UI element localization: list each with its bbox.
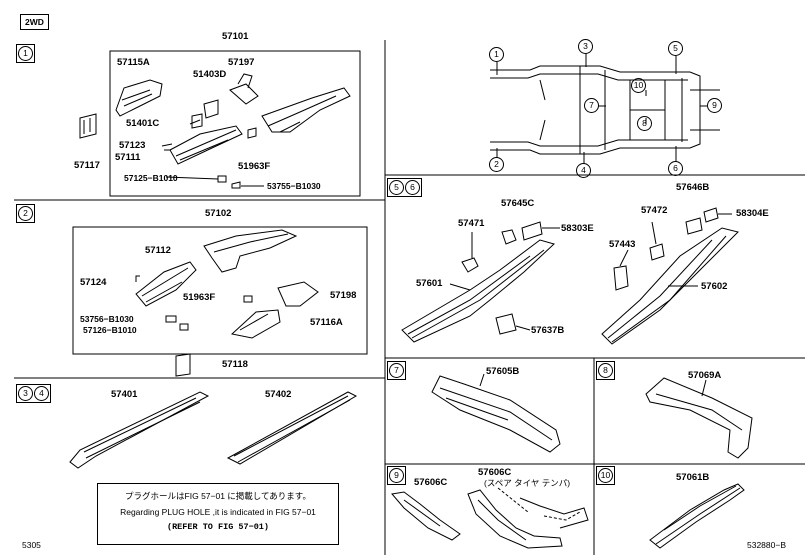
parts-art-s8 <box>645 377 753 459</box>
part-number-57602[interactable]: 57602 <box>701 281 728 292</box>
part-number-57126-b1010[interactable]: 57126−B1010 <box>83 325 137 335</box>
overview-marker-4: 4 <box>576 163 591 178</box>
section-marker-8: 8 <box>596 361 615 380</box>
overview-marker-10: 10 <box>631 78 646 93</box>
part-number-57115a[interactable]: 57115A <box>117 57 150 68</box>
section-dividers <box>14 40 805 555</box>
marker-3: 3 <box>18 386 33 401</box>
section-marker-10: 10 <box>596 466 615 485</box>
part-number-57112[interactable]: 57112 <box>145 245 171 256</box>
part-number-57605b[interactable]: 57605B <box>486 366 520 377</box>
footer-diagram-id: 532880−B <box>747 540 786 550</box>
frame-overview <box>490 53 720 164</box>
part-number-58303e[interactable]: 58303E <box>561 223 594 234</box>
part-number-57101[interactable]: 57101 <box>222 31 249 42</box>
note-line-refer[interactable]: (REFER TO FIG 57−01) <box>166 522 270 532</box>
overview-marker-1: 1 <box>489 47 504 62</box>
part-number-57102[interactable]: 57102 <box>205 208 232 219</box>
part-number-53756-b1030[interactable]: 53756−B1030 <box>80 314 134 324</box>
part-number-57472[interactable]: 57472 <box>641 205 668 216</box>
section-marker-2: 2 <box>16 204 35 223</box>
plug-hole-note: プラグホールはFIG 57−01 に掲載してあります。 Regarding PL… <box>97 483 339 545</box>
group-box-57102 <box>72 226 368 355</box>
parts-art-s10 <box>649 483 745 549</box>
overview-marker-7: 7 <box>584 98 599 113</box>
part-number-51963f-2[interactable]: 51963F <box>183 292 216 303</box>
note-line-japanese: プラグホールはFIG 57−01 に掲載してあります。 <box>125 491 311 501</box>
parts-art-s2 <box>135 229 319 377</box>
overview-marker-2: 2 <box>489 157 504 172</box>
marker-7: 7 <box>389 363 404 378</box>
part-number-57198[interactable]: 57198 <box>330 290 357 301</box>
overview-marker-3: 3 <box>578 39 593 54</box>
part-number-57471[interactable]: 57471 <box>458 218 485 229</box>
part-number-57061b[interactable]: 57061B <box>676 472 710 483</box>
marker-10: 10 <box>598 468 613 483</box>
spare-tire-temper-note: (スペア タイヤ テンパ) <box>484 478 571 488</box>
marker-5: 5 <box>389 180 404 195</box>
part-number-57443[interactable]: 57443 <box>609 239 636 250</box>
part-number-57069a[interactable]: 57069A <box>688 370 722 381</box>
note-line-english: Regarding PLUG HOLE ,it is indicated in … <box>120 507 316 517</box>
part-number-57116a[interactable]: 57116A <box>310 317 343 328</box>
part-number-57117[interactable]: 57117 <box>74 160 100 171</box>
section-marker-7: 7 <box>387 361 406 380</box>
parts-art-s56 <box>401 207 739 345</box>
group-box-57101 <box>109 50 361 197</box>
marker-1: 1 <box>18 46 33 61</box>
section-marker-1: 1 <box>16 44 35 63</box>
part-number-57402[interactable]: 57402 <box>265 389 292 400</box>
part-number-51403d[interactable]: 51403D <box>193 69 227 80</box>
marker-6: 6 <box>405 180 420 195</box>
parts-art-s9 <box>391 487 589 549</box>
section-marker-5-6: 5 6 <box>387 178 422 197</box>
part-number-57124[interactable]: 57124 <box>80 277 107 288</box>
overview-marker-8: 8 <box>637 116 652 131</box>
marker-9: 9 <box>389 468 404 483</box>
part-number-57401[interactable]: 57401 <box>111 389 138 400</box>
overview-marker-9: 9 <box>707 98 722 113</box>
parts-art-s7 <box>431 373 561 453</box>
parts-art-s34 <box>69 391 358 469</box>
part-number-57637b[interactable]: 57637B <box>531 325 565 336</box>
marker-4: 4 <box>34 386 49 401</box>
part-number-57606c-left[interactable]: 57606C <box>414 477 448 488</box>
part-number-51401c[interactable]: 51401C <box>126 118 160 129</box>
marker-8: 8 <box>598 363 613 378</box>
part-number-57125-b1010[interactable]: 57125−B1010 <box>124 173 178 183</box>
part-number-58304e[interactable]: 58304E <box>736 208 769 219</box>
overview-marker-5: 5 <box>668 41 683 56</box>
section-marker-9: 9 <box>387 466 406 485</box>
part-number-57646b[interactable]: 57646B <box>676 182 710 193</box>
parts-art-s1 <box>79 73 351 189</box>
part-number-51963f[interactable]: 51963F <box>238 161 271 172</box>
part-number-57606c-right[interactable]: 57606C <box>478 467 512 478</box>
part-number-57118[interactable]: 57118 <box>222 359 248 370</box>
part-number-57111[interactable]: 57111 <box>115 152 141 163</box>
section-marker-3-4: 3 4 <box>16 384 51 403</box>
variant-badge: 2WD <box>20 14 49 30</box>
part-number-57197[interactable]: 57197 <box>228 57 255 68</box>
part-number-57601[interactable]: 57601 <box>416 278 443 289</box>
marker-2: 2 <box>18 206 33 221</box>
part-number-57645c[interactable]: 57645C <box>501 198 535 209</box>
overview-marker-6: 6 <box>668 161 683 176</box>
part-number-57123[interactable]: 57123 <box>119 140 146 151</box>
part-number-53755-b1030[interactable]: 53755−B1030 <box>267 181 321 191</box>
footer-page-code: 5305 <box>22 540 41 550</box>
